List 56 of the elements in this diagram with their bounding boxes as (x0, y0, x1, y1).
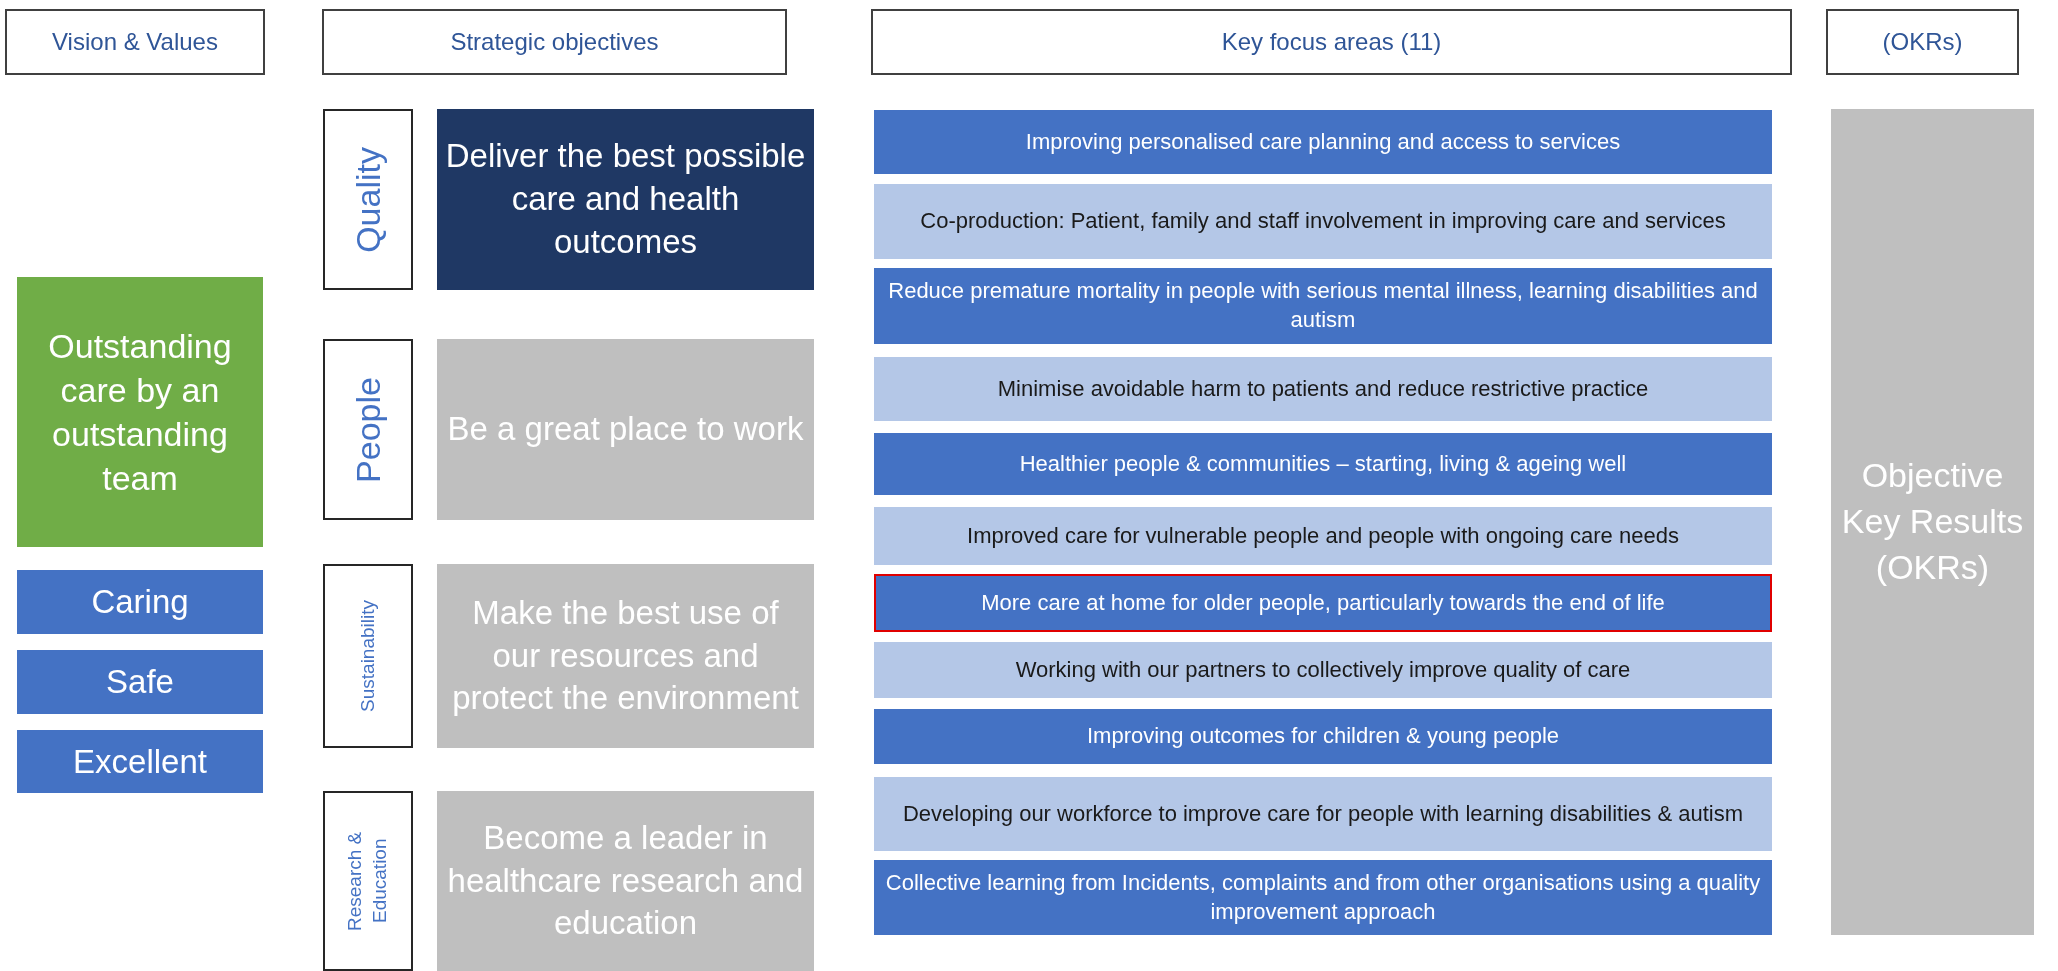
objective-text: Deliver the best possible care and health outcomes (445, 136, 806, 262)
value-box (17, 650, 263, 714)
pillar-label-box (323, 564, 413, 748)
focus-area-box (874, 268, 1772, 344)
header-box (322, 9, 787, 75)
focus-area-box (874, 110, 1772, 174)
objective-box (437, 564, 814, 748)
focus-area-text: Improved care for vulnerable people and people with ongoing care needs (967, 521, 1679, 550)
vision-text: Outstanding care by an outstanding team (47, 325, 233, 500)
focus-area-box (874, 777, 1772, 851)
focus-area-text: Improving personalised care planning and access to services (1025, 127, 1621, 156)
header-text: Key focus areas (11) (1221, 27, 1442, 57)
objective-text: Be a great place to work (447, 409, 804, 450)
okr-text: Objective Key Results (OKRs) (1840, 455, 2025, 588)
focus-area-box (874, 709, 1772, 764)
objective-text: Make the best use of our resources and protect the environment (451, 592, 800, 719)
value-box (17, 570, 263, 634)
pillar-label: People (347, 376, 388, 483)
objective-text: Become a leader in healthcare research and education (446, 817, 805, 944)
vision-box (17, 277, 263, 547)
focus-area-text: Developing our workforce to improve care for people with learning disabilities & autism (902, 799, 1744, 828)
focus-area-text: Collective learning from Incidents, complaints and from other organisations using a quality improvement approach (884, 868, 1762, 926)
objective-box (437, 109, 814, 290)
okr-box (1831, 109, 2034, 935)
header-box (1826, 9, 2019, 75)
header-text: Vision & Values (52, 27, 218, 57)
pillar-label-box (323, 791, 413, 971)
pillar-label: Sustainability (355, 600, 379, 712)
header-text: Strategic objectives (450, 27, 659, 57)
focus-area-box (874, 357, 1772, 421)
focus-area-box (874, 433, 1772, 495)
focus-area-text: Healthier people & communities – starting, living & ageing well (1019, 449, 1627, 478)
focus-area-text: More care at home for older people, particularly towards the end of life (981, 588, 1665, 617)
focus-area-text: Co-production: Patient, family and staff involvement in improving care and services (920, 207, 1726, 236)
pillar-label-box (323, 109, 413, 290)
focus-area-text: Improving outcomes for children & young people (1086, 722, 1559, 751)
value-text: Caring (91, 582, 189, 623)
pillar-label: Quality (347, 146, 388, 253)
focus-area-box (874, 184, 1772, 259)
pillar-label: Research & Education (343, 830, 391, 933)
header-box (871, 9, 1792, 75)
value-text: Excellent (73, 741, 207, 782)
objective-box (437, 339, 814, 520)
value-box (17, 730, 263, 793)
focus-area-box (874, 642, 1772, 698)
focus-area-box (874, 507, 1772, 565)
objective-box (437, 791, 814, 971)
focus-area-text: Minimise avoidable harm to patients and reduce restrictive practice (997, 374, 1649, 403)
header-text: (OKRs) (1882, 27, 1963, 57)
focus-area-box (874, 860, 1772, 935)
focus-area-box (874, 574, 1772, 632)
pillar-label-box (323, 339, 413, 520)
value-text: Safe (106, 662, 174, 703)
focus-area-text: Working with our partners to collectively improve quality of care (1015, 655, 1631, 684)
focus-area-text: Reduce premature mortality in people with serious mental illness, learning disabilities and autism (887, 277, 1759, 334)
header-box (5, 9, 265, 75)
